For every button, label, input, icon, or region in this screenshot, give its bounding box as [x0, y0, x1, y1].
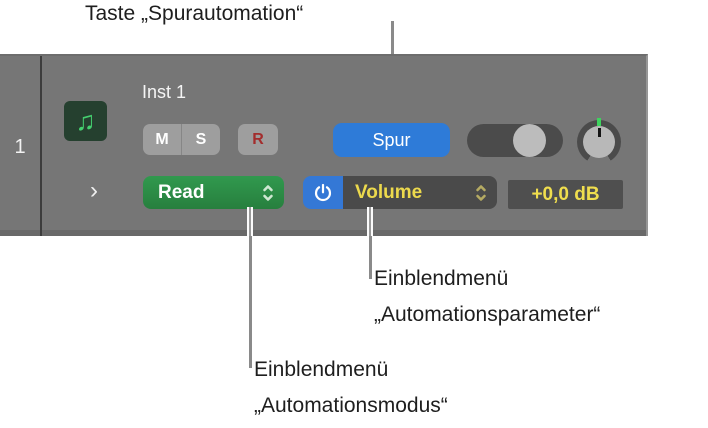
track-name[interactable]: Inst 1 — [142, 82, 187, 102]
music-note-icon: ♫ — [75, 105, 96, 136]
track-header-panel: 1 ♫ Inst 1 M S R Spur › Read — [0, 54, 648, 236]
popup-updown-chevrons-icon — [476, 184, 486, 201]
track-number: 1 — [14, 136, 26, 158]
automation-mode-label: Read — [158, 181, 205, 203]
callout-line-spur-upper — [391, 21, 394, 55]
toggle-thumb[interactable] — [513, 124, 546, 157]
power-icon — [314, 183, 332, 201]
annotation-mode-menu-line1: Einblendmenü — [254, 358, 389, 381]
pan-knob-pointer-icon — [598, 128, 601, 137]
mute-solo-group: M S — [143, 124, 220, 155]
pan-knob-center-tick-icon — [597, 118, 601, 126]
annotation-track-automation-button: Taste „Spurautomation“ — [85, 2, 304, 25]
callout-line-parameter-on-panel — [367, 207, 373, 236]
callout-line-mode-on-panel — [247, 207, 253, 236]
annotation-parameter-menu: Einblendmenü „Automationsparameter“ — [374, 261, 600, 333]
record-enable-button[interactable]: R — [238, 124, 278, 155]
popup-updown-chevrons-icon — [263, 184, 273, 201]
automation-parameter-group: Volume — [303, 176, 497, 209]
annotation-mode-menu-line2: „Automationsmodus“ — [254, 394, 448, 417]
automation-mode-popup[interactable]: Read — [143, 176, 284, 209]
annotation-parameter-menu-line1: Einblendmenü — [374, 267, 509, 290]
track-automation-button-label: Spur — [372, 129, 411, 150]
annotation-parameter-menu-line2: „Automationsparameter“ — [374, 303, 601, 326]
parameter-value-text: +0,0 dB — [531, 183, 600, 205]
track-icon-button[interactable]: ♫ — [64, 101, 107, 141]
mute-button[interactable]: M — [143, 124, 181, 155]
panel-bottom-border — [0, 230, 646, 236]
automation-power-button[interactable] — [303, 176, 343, 209]
pan-knob[interactable] — [577, 118, 621, 164]
automation-parameter-popup[interactable]: Volume — [343, 176, 497, 209]
callout-line-mode-lower — [249, 236, 252, 368]
parameter-value-display[interactable]: +0,0 dB — [508, 180, 623, 209]
disclosure-chevron-icon[interactable]: › — [90, 177, 98, 204]
solo-button[interactable]: S — [181, 124, 220, 155]
automation-parameter-label: Volume — [355, 181, 423, 203]
annotation-mode-menu: Einblendmenü „Automationsmodus“ — [254, 352, 448, 424]
track-number-divider — [40, 56, 42, 236]
callout-line-parameter-lower — [369, 236, 372, 279]
on-off-toggle[interactable] — [467, 124, 563, 157]
track-automation-button[interactable]: Spur — [333, 123, 450, 157]
